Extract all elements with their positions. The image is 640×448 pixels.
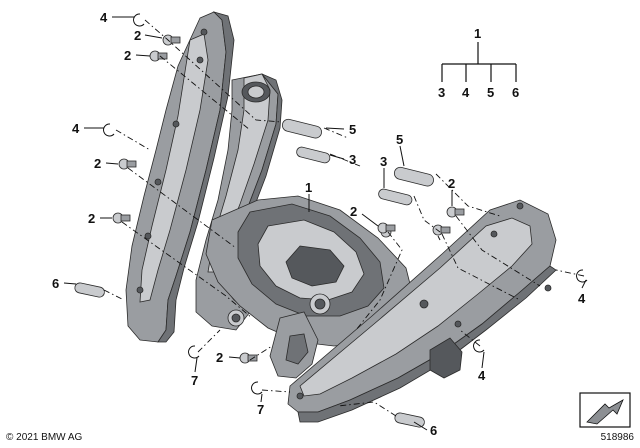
- left-bracket: [125, 11, 235, 343]
- diagram-id-number: 518986: [600, 432, 634, 443]
- pin-icon: [378, 188, 413, 206]
- assembly-legend-tree: 1 3 4 5 6: [438, 26, 519, 100]
- legend-child-label: 6: [512, 85, 519, 100]
- main-housing: [205, 195, 415, 379]
- callout-2-right-b: 2: [350, 204, 357, 219]
- circlip-icon: [473, 339, 485, 353]
- callout-5-right: 5: [396, 132, 403, 147]
- bolt-icon: [162, 34, 181, 46]
- callout-labels: 4 2 2 4 2 2 6 5 3 1 5 3 2 2 4 4 7 2 7 6: [52, 10, 586, 438]
- bolt-icon: [377, 222, 396, 234]
- bolt-icon: [118, 158, 137, 170]
- legend-child-label: 4: [462, 85, 470, 100]
- callout-4-top-left: 4: [100, 10, 108, 25]
- pin-icon: [296, 146, 331, 164]
- callout-2-top-left-b: 2: [124, 48, 131, 63]
- callout-2-left-a: 2: [94, 156, 101, 171]
- callout-1-center: 1: [305, 180, 312, 195]
- pin-icon: [281, 118, 322, 139]
- callout-4-right-a: 4: [578, 291, 586, 306]
- callout-leaders: [63, 16, 587, 431]
- circlip-icon: [103, 123, 115, 137]
- pin-icon: [393, 166, 434, 187]
- assembly-lines: [103, 19, 585, 417]
- pin-icon: [74, 282, 105, 298]
- bolt-icon: [112, 212, 131, 224]
- view-direction-icon: [579, 392, 631, 428]
- copyright-text: © 2021 BMW AG: [6, 432, 83, 443]
- legend-child-label: 3: [438, 85, 445, 100]
- callout-3-right: 3: [380, 154, 387, 169]
- callout-4-left: 4: [72, 121, 80, 136]
- circlip-icon: [133, 13, 145, 27]
- callout-2-bottom: 2: [216, 350, 223, 365]
- bolt-icon: [239, 352, 258, 364]
- callout-2-left-b: 2: [88, 211, 95, 226]
- callout-4-right-b: 4: [478, 368, 486, 383]
- callout-5-center: 5: [349, 122, 356, 137]
- callout-7-bottom-b: 7: [257, 402, 264, 417]
- bolt-icon: [432, 224, 451, 236]
- callout-2-right-a: 2: [448, 176, 455, 191]
- bolt-icon: [446, 206, 465, 218]
- callout-3-center: 3: [349, 152, 356, 167]
- legend-child-label: 5: [487, 85, 494, 100]
- legend-root-label: 1: [474, 26, 481, 41]
- circlip-icon: [251, 381, 263, 395]
- callout-6-bottom: 6: [430, 423, 437, 438]
- circlip-icon: [188, 345, 200, 359]
- callout-7-bottom-a: 7: [191, 373, 198, 388]
- callout-6-left: 6: [52, 276, 59, 291]
- callout-2-top-left-a: 2: [134, 28, 141, 43]
